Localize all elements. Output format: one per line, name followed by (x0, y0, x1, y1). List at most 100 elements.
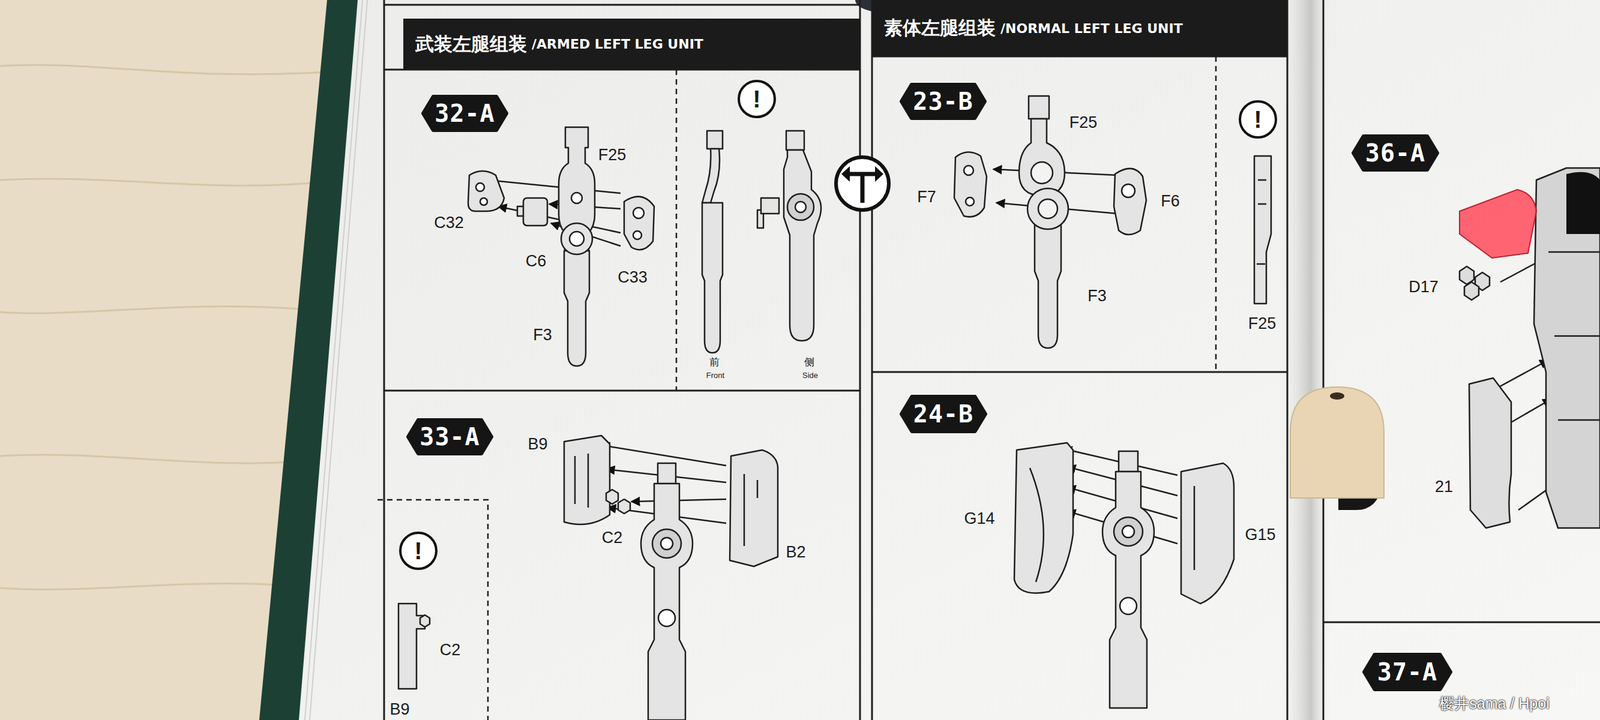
leg-part-drawing (564, 435, 610, 525)
table-top (0, 454, 289, 464)
caution-mark: ! (1253, 106, 1262, 133)
section-header-bar: 武装左腿组装/ARMED LEFT LEG UNIT (403, 18, 861, 70)
caution-circle (400, 532, 437, 569)
leg-part-drawing (564, 250, 590, 367)
part-label: C2 (601, 529, 623, 547)
physical-parts (1459, 189, 1537, 259)
manual-page (298, 0, 1600, 720)
leg-part-drawing (963, 165, 974, 176)
leg-part-drawing (480, 198, 488, 206)
badge-shape (901, 84, 985, 119)
part-label: F25 (1069, 114, 1098, 131)
leg-part-drawing (523, 198, 548, 226)
leg-part-drawing (744, 474, 758, 547)
caution-circle (738, 81, 775, 118)
switch-icon (841, 166, 884, 182)
leg-part-drawing (571, 192, 583, 204)
caution-mark: ! (752, 86, 761, 112)
leg-part-drawing (1113, 168, 1147, 235)
part-label: C33 (617, 268, 648, 286)
leg-part-drawing (1121, 184, 1135, 198)
badge-shape (408, 420, 492, 454)
part-label: F25 (1248, 315, 1277, 332)
step-badge: 37-A (1362, 652, 1453, 692)
leg-part-drawing (1464, 282, 1479, 301)
step-badge: 36-A (1351, 134, 1440, 172)
leg-part-drawing (1469, 378, 1512, 529)
leg-part-drawing (1031, 162, 1053, 184)
leg-part-drawing (1113, 517, 1143, 547)
leg-part-drawing (1119, 597, 1137, 615)
part-label: 21 (1434, 478, 1453, 496)
part-label: G14 (963, 510, 995, 527)
part-label: F6 (1160, 192, 1180, 210)
badge-shape (423, 96, 507, 131)
switch-icon (836, 157, 889, 211)
leg-part-drawing (1034, 223, 1062, 349)
leg-part-drawing (706, 130, 723, 149)
header-subtitle: /ARMED LEFT LEG UNIT (531, 36, 704, 52)
leg-part-drawing (561, 223, 593, 255)
physical-parts (1290, 172, 1600, 511)
leg-part-drawing (702, 148, 720, 203)
leg-part-drawing (702, 202, 723, 353)
leg-part-drawing (1548, 252, 1600, 421)
watermark: 樱井sama / Hpoi (1439, 695, 1549, 712)
leg-part-drawing (1029, 468, 1044, 583)
step-number: 33-A (419, 423, 480, 451)
step-badge: 32-A (421, 94, 509, 133)
leg-part-drawing (574, 453, 589, 508)
leg-part-drawing (660, 537, 673, 550)
leg-part-drawing (783, 150, 822, 341)
leg-part-drawing (954, 151, 987, 217)
part-label: C2 (439, 641, 461, 659)
leg-part-drawing (795, 201, 807, 213)
panel-frame (377, 0, 1600, 720)
leg-part-drawing (633, 207, 644, 219)
step-number: 24-B (913, 400, 974, 428)
badge-shape (901, 396, 986, 432)
step-number: 36-A (1365, 139, 1426, 167)
caution-mark: ! (414, 538, 422, 564)
step-number: 23-B (912, 87, 973, 116)
leg-part-drawing (420, 615, 430, 628)
table-top (0, 64, 325, 590)
physical-parts (1290, 387, 1384, 499)
manual-page (304, 0, 368, 720)
part-label: C6 (525, 252, 547, 270)
leg-part-drawing (1254, 156, 1272, 304)
header-subtitle: /NORMAL LEFT LEG UNIT (1000, 21, 1183, 37)
step-number: 32-A (434, 99, 495, 128)
leg-part-drawing (398, 96, 1600, 720)
leg-part-drawing (618, 499, 631, 514)
part-label: F7 (917, 188, 937, 206)
leg-part-drawing (760, 198, 779, 214)
table-top (0, 306, 301, 314)
part-label: G15 (1244, 526, 1276, 544)
caution-circle (400, 81, 1276, 569)
leg-part-drawing (1256, 180, 1267, 265)
leg-part-drawing (606, 489, 619, 505)
view-label: Front (706, 371, 725, 380)
leg-part-drawing (1102, 471, 1155, 709)
part-label: F25 (598, 146, 627, 164)
section-header-bar: 素体左腿组装/NORMAL LEFT LEG UNIT (872, 0, 1288, 57)
part-label: C32 (433, 214, 464, 232)
step-badge: 33-A (406, 418, 494, 456)
leg-part-drawing (398, 603, 425, 689)
panel-frame (377, 56, 1216, 720)
manual-page (298, 0, 1600, 720)
leg-part-drawing (1102, 471, 1155, 709)
leg-part-drawing (1028, 96, 1050, 119)
leg-part-drawing (1193, 486, 1196, 571)
leg-part-drawing (468, 171, 505, 212)
leg-part-drawing (657, 463, 676, 484)
leg-part-drawing (729, 450, 778, 567)
leg-part-drawing (1019, 118, 1065, 196)
leg-part-drawing (787, 193, 814, 221)
header-title: 武装左腿组装 (415, 31, 527, 58)
leg-part-drawing (1533, 168, 1600, 529)
step-badge: 24-B (899, 394, 988, 434)
